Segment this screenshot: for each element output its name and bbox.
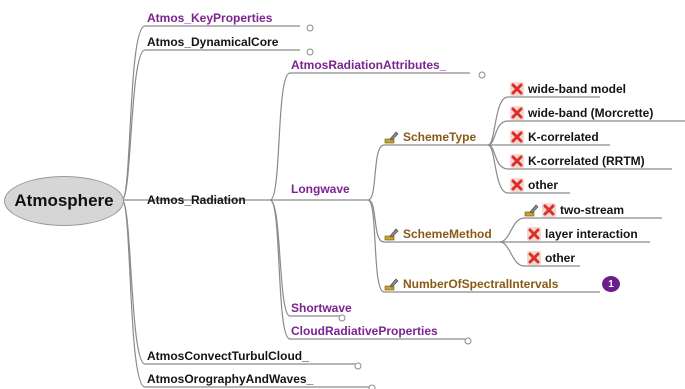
collapse-attrs: [478, 71, 486, 79]
edge-st-opt5: [487, 144, 570, 194]
x-mark-icon: [510, 154, 524, 168]
edge-sm-opt1: [499, 217, 662, 243]
edge-root-orography: [121, 199, 370, 388]
collapse-orography: [368, 384, 376, 389]
collapse-cloudrad: [464, 337, 472, 345]
node-schemetype[interactable]: SchemeType: [403, 130, 477, 144]
wrench-icon: [384, 131, 399, 144]
option-wide-band-model[interactable]: wide-band model: [528, 82, 627, 96]
edge-longwave-nspectral: [367, 199, 600, 293]
edge-sm-opt3: [499, 241, 580, 267]
collapse-keyprops: [306, 24, 314, 32]
wrench-icon: [384, 278, 399, 291]
x-mark-icon: [510, 130, 524, 144]
x-mark-icon: [510, 82, 524, 96]
edge-st-opt2: [487, 120, 685, 146]
node-longwave[interactable]: Longwave: [291, 182, 350, 196]
node-cloudradiativeproperties[interactable]: CloudRadiativeProperties: [291, 324, 438, 338]
edge-radiation-cloudrad: [269, 199, 465, 340]
edge-root-keyprops: [121, 25, 300, 201]
x-mark-icon: [510, 106, 524, 120]
node-atmos-keyproperties[interactable]: Atmos_KeyProperties: [147, 11, 273, 25]
option-schemetype-other[interactable]: other: [528, 178, 558, 192]
node-atmosradiationattributes[interactable]: AtmosRadiationAttributes_: [291, 58, 447, 72]
wrench-icon: [524, 204, 539, 217]
option-k-correlated[interactable]: K-correlated: [528, 130, 599, 144]
node-atmos-dynamicalcore[interactable]: Atmos_DynamicalCore: [147, 35, 279, 49]
node-atmos-radiation[interactable]: Atmos_Radiation: [147, 193, 246, 207]
node-numberofspectralintervals[interactable]: NumberOfSpectralIntervals: [403, 277, 559, 291]
option-k-correlated-rrtm[interactable]: K-correlated (RRTM): [528, 154, 645, 168]
x-mark-icon: [527, 251, 541, 265]
collapse-dyncore: [306, 48, 314, 56]
edge-longwave-schemetype: [367, 144, 488, 201]
option-wide-band-morcrette[interactable]: wide-band (Morcrette): [528, 106, 654, 120]
edge-radiation-attrs: [269, 72, 470, 201]
collapse-convect: [354, 362, 362, 370]
node-schememethod[interactable]: SchemeMethod: [403, 227, 492, 241]
node-shortwave[interactable]: Shortwave: [291, 301, 352, 315]
edge-root-dyncore: [121, 49, 300, 201]
node-atmos-orographyandwaves[interactable]: AtmosOrographyAndWaves_: [147, 372, 314, 386]
collapse-shortwave: [338, 314, 346, 322]
x-mark-icon: [510, 178, 524, 192]
option-layer-interaction[interactable]: layer interaction: [545, 227, 638, 241]
node-atmos-convectturbulcloud[interactable]: AtmosConvectTurbulCloud_: [147, 349, 309, 363]
note-badge[interactable]: 1: [602, 276, 620, 292]
option-two-stream[interactable]: two-stream: [560, 203, 625, 217]
wrench-icon: [384, 228, 399, 241]
x-mark-icon: [527, 227, 541, 241]
x-mark-icon: [542, 203, 556, 217]
root-node-atmosphere[interactable]: Atmosphere: [4, 176, 124, 226]
edge-longwave-schememethod: [367, 199, 500, 243]
option-schememethod-other[interactable]: other: [545, 251, 575, 265]
